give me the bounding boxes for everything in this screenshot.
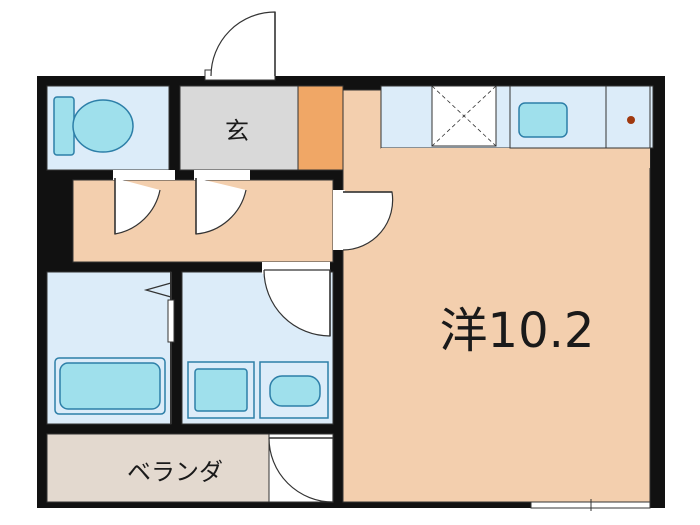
window <box>530 499 651 511</box>
door-swing-icon <box>195 178 247 235</box>
balcony-floor <box>46 433 270 503</box>
toilet-icon <box>53 96 134 156</box>
western-room-floor-extension <box>381 148 650 168</box>
door-swing-icon <box>114 178 161 235</box>
door-swing-icon <box>268 437 334 503</box>
bathroom-folding-door <box>143 272 175 424</box>
western-room-label: 洋10.2 <box>440 303 595 359</box>
door-swing-icon <box>342 191 394 251</box>
entrance-floor <box>179 85 299 171</box>
balcony-door <box>268 437 334 503</box>
front-door <box>204 11 276 81</box>
kitchen-sink-icon <box>509 85 607 149</box>
shoe-cabinet <box>297 85 344 171</box>
washbasin-icon <box>259 361 329 419</box>
washing-machine-icon <box>187 361 255 419</box>
entrance-label: 玄 <box>225 117 249 145</box>
washroom-door <box>262 262 331 337</box>
stove-icon <box>605 85 651 149</box>
door-swing-icon <box>263 269 331 337</box>
balcony-label: ベランダ <box>127 458 223 486</box>
hallway-doors <box>113 170 250 235</box>
bathtub-icon <box>54 357 166 415</box>
western-room-door <box>333 190 394 251</box>
door-swing-icon <box>210 11 276 77</box>
refrigerator-space <box>431 85 497 147</box>
